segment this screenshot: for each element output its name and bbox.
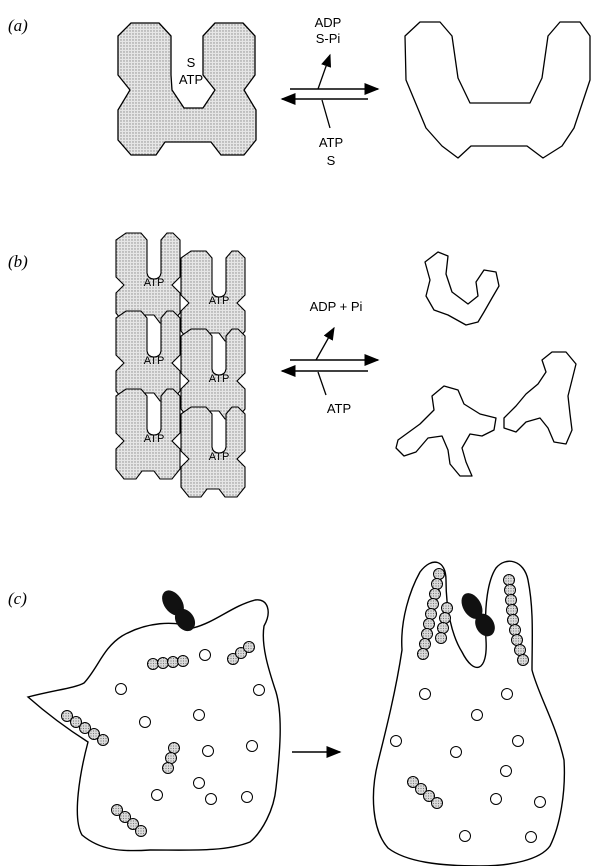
actin-bead	[505, 585, 516, 596]
actin-bead	[426, 609, 437, 620]
actin-bead	[504, 575, 515, 586]
actin-monomer	[140, 717, 151, 728]
actin-monomer	[513, 736, 524, 747]
subunit-atp-label: ATP	[144, 277, 165, 289]
actin-bead	[430, 589, 441, 600]
product-release-arrow	[318, 55, 330, 89]
actin-bead	[98, 735, 109, 746]
actin-bead	[422, 629, 433, 640]
free-monomer	[504, 352, 576, 444]
panel-b-label: (b)	[8, 252, 28, 271]
actin-monomer	[200, 650, 211, 661]
actin-monomer	[391, 736, 402, 747]
panel-a-label: (a)	[8, 16, 28, 35]
actin-monomer	[491, 794, 502, 805]
actin-bead	[428, 599, 439, 610]
actin-monomer	[194, 778, 205, 789]
actin-bead	[158, 658, 169, 669]
cell-outline-before	[28, 600, 280, 851]
reverse-reactant-atp: ATP	[319, 135, 343, 150]
actin-bead	[178, 656, 189, 667]
actin-monomer	[206, 794, 217, 805]
actin-bead	[508, 615, 519, 626]
bound-atp-label: ATP	[179, 72, 203, 87]
subunit-atp-label: ATP	[209, 295, 230, 307]
forward-products-label: ADP + Pi	[310, 299, 363, 314]
forward-product-s-pi: S-Pi	[316, 31, 341, 46]
subunit-atp-label: ATP	[209, 373, 230, 385]
actin-bead	[510, 625, 521, 636]
free-monomer	[425, 252, 499, 325]
actin-bead	[518, 655, 529, 666]
actin-bead	[507, 605, 518, 616]
reverse-reactant-label: ATP	[327, 401, 351, 416]
actin-monomer	[535, 797, 546, 808]
actin-bead	[163, 763, 174, 774]
actin-bead	[506, 595, 517, 606]
actin-bead	[512, 635, 523, 646]
actin-bead	[169, 743, 180, 754]
actin-bead	[244, 642, 255, 653]
actin-bead	[424, 619, 435, 630]
actin-bead	[418, 649, 429, 660]
actin-monomer	[420, 689, 431, 700]
actin-bead	[420, 639, 431, 650]
panel-a: (a) S ATP ADP S-Pi ATP S	[8, 15, 590, 168]
panel-b: (b) ATP ATP ATP ATP ATP ATP ADP + Pi ATP	[8, 233, 576, 497]
actin-bead	[148, 659, 159, 670]
actin-bead	[515, 645, 526, 656]
actin-monomer	[194, 710, 205, 721]
actin-monomer	[451, 747, 462, 758]
free-monomer	[396, 386, 496, 476]
actin-monomer	[203, 746, 214, 757]
actin-bead	[440, 613, 451, 624]
actin-monomer	[472, 710, 483, 721]
subunit-atp-label: ATP	[144, 433, 165, 445]
actin-monomer	[501, 766, 512, 777]
panel-c-label: (c)	[8, 589, 27, 608]
actin-monomer	[116, 684, 127, 695]
subunit-atp-label: ATP	[209, 451, 230, 463]
actin-monomer	[502, 689, 513, 700]
actin-monomer	[460, 831, 471, 842]
reactant-entry-line	[318, 372, 326, 395]
reactant-entry-line	[322, 100, 330, 128]
actin-bead	[438, 623, 449, 634]
actin-monomer	[242, 792, 253, 803]
actin-bead	[442, 603, 453, 614]
actin-bead	[166, 753, 177, 764]
actin-bead	[168, 657, 179, 668]
bound-substrate-label: S	[187, 55, 196, 70]
actin-monomer	[254, 685, 265, 696]
actin-bead	[136, 826, 147, 837]
actin-monomer	[526, 832, 537, 843]
actin-monomer	[152, 790, 163, 801]
actin-monomer	[247, 741, 258, 752]
product-release-arrow	[316, 328, 334, 360]
forward-product-adp: ADP	[315, 15, 342, 30]
closed-enzyme-shape	[118, 23, 256, 155]
panel-c: (c)	[8, 561, 564, 866]
actin-bead	[434, 569, 445, 580]
actin-bead	[436, 633, 447, 644]
reverse-reactant-s: S	[327, 153, 336, 168]
subunit-atp-label: ATP	[144, 355, 165, 367]
open-enzyme-shape	[405, 22, 590, 158]
actin-bead	[432, 798, 443, 809]
actin-bead	[432, 579, 443, 590]
